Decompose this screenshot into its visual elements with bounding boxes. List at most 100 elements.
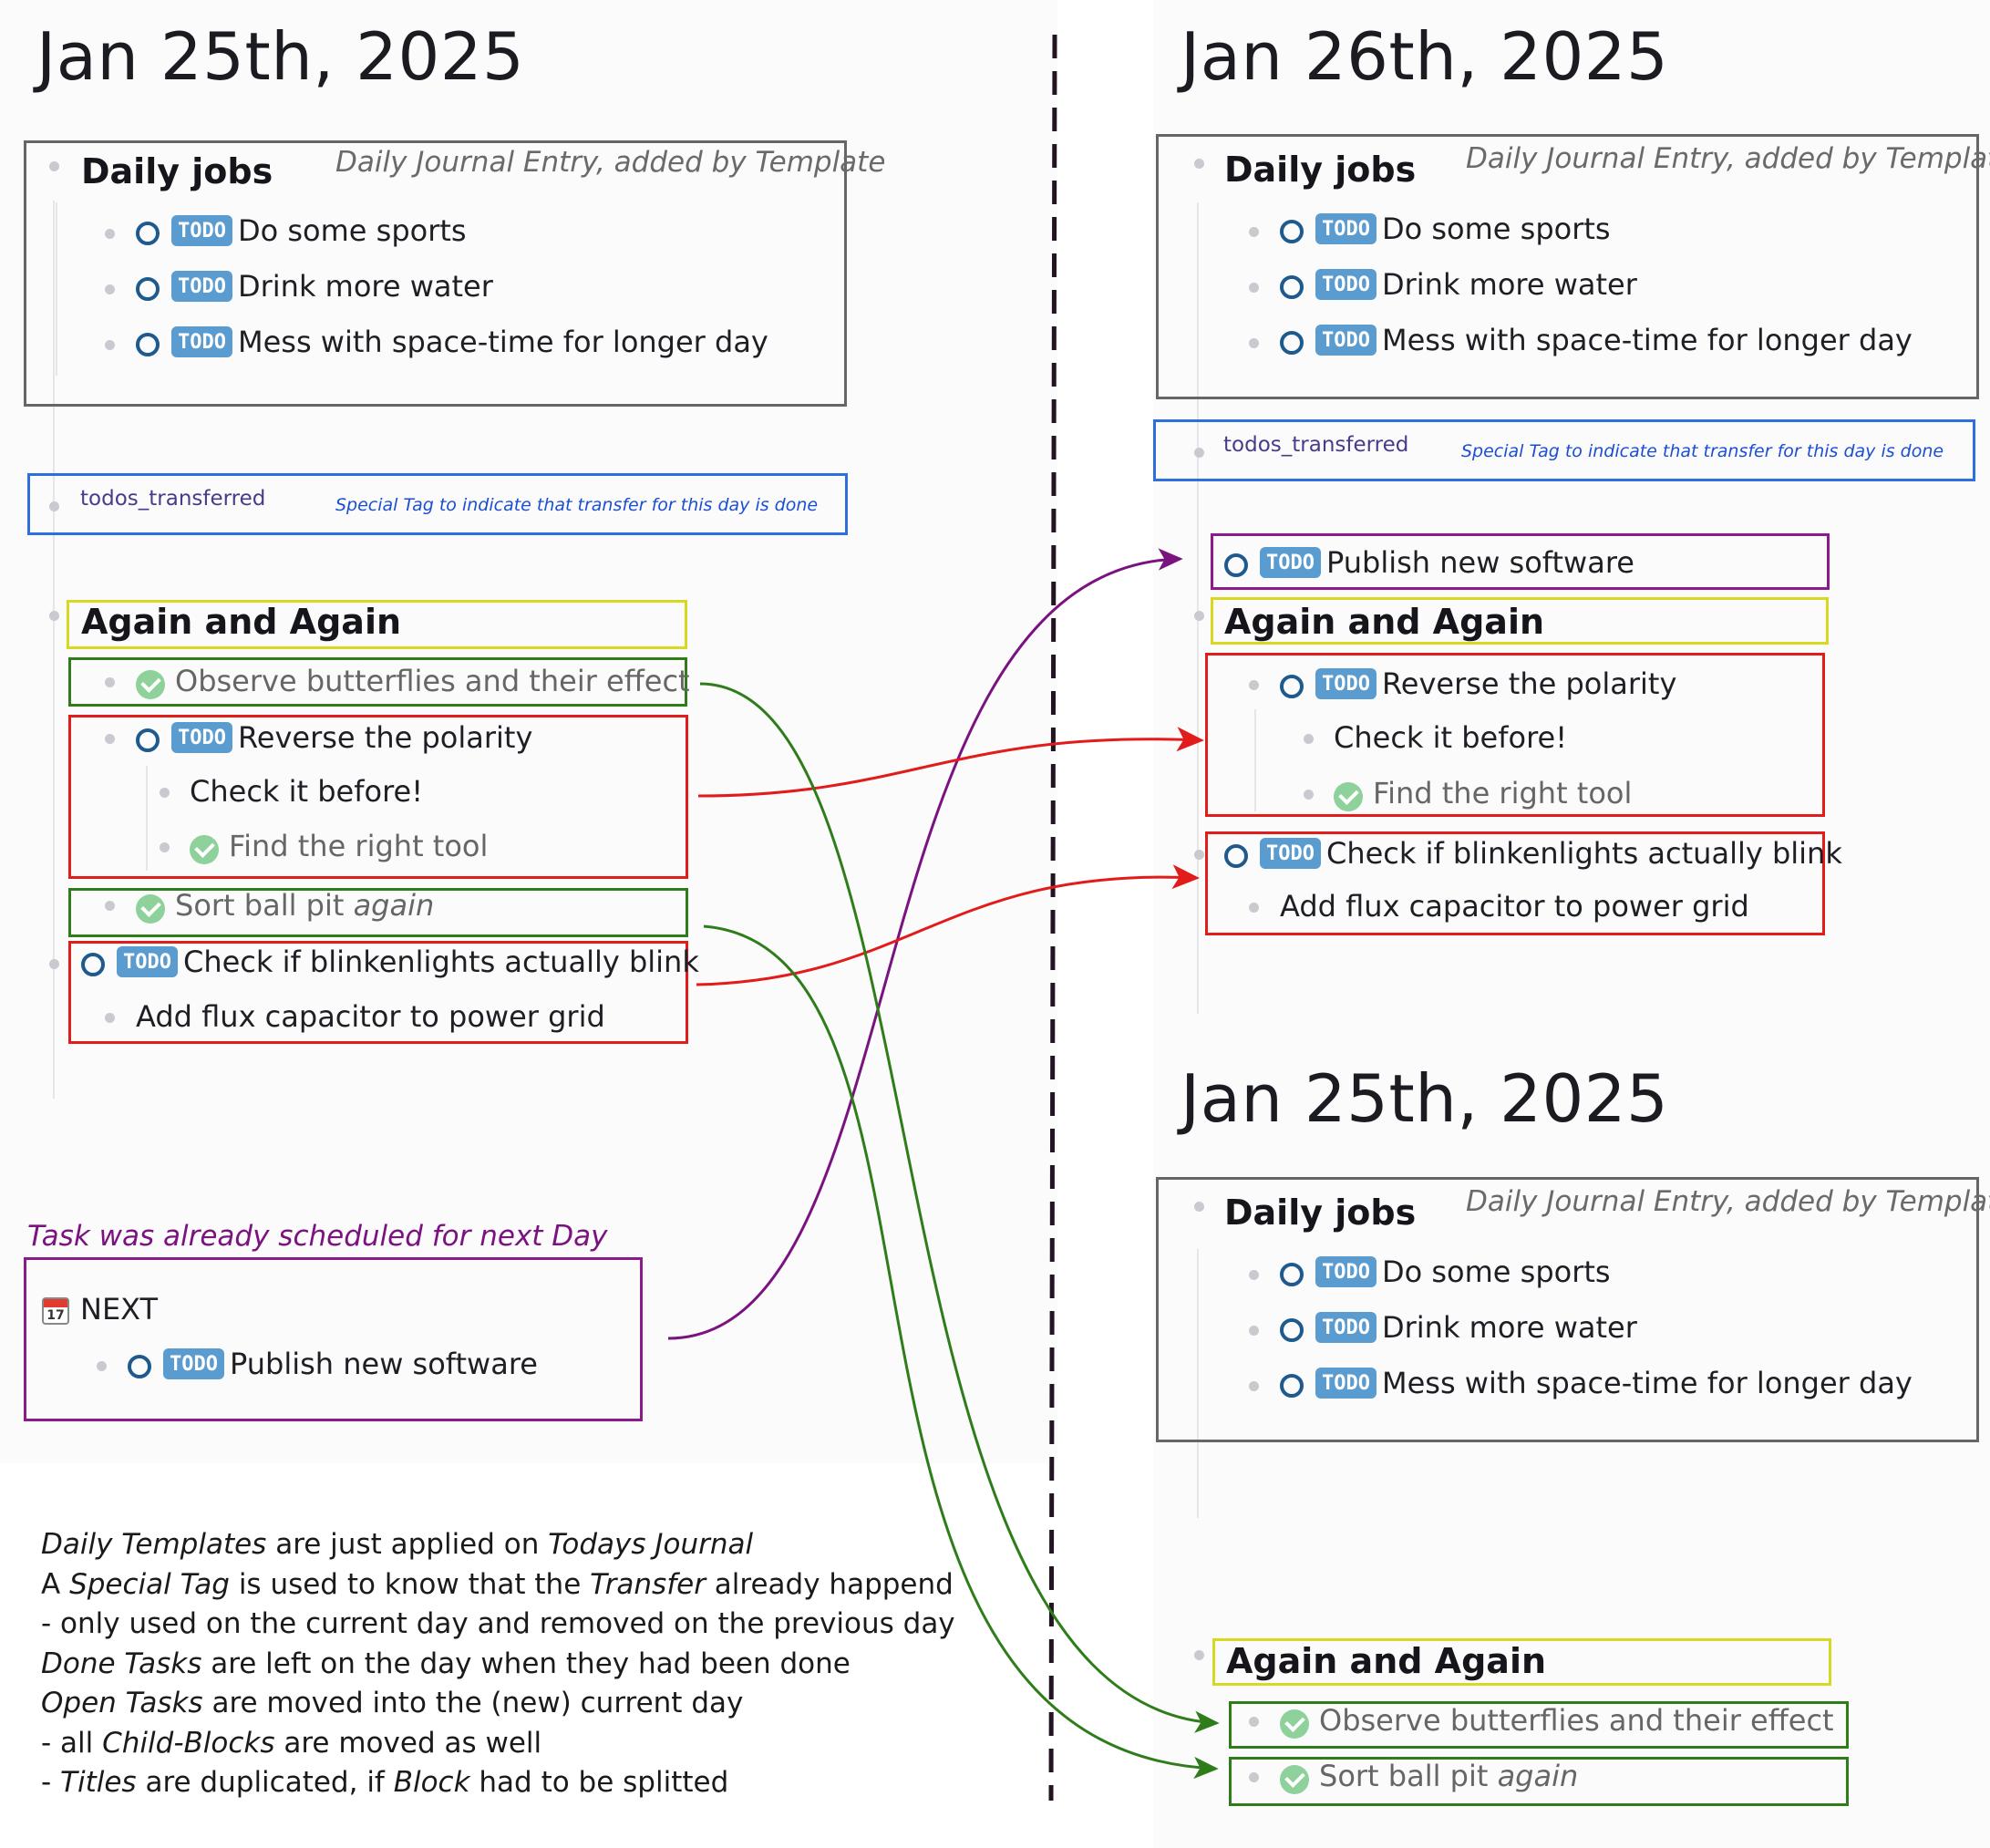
task-text: Sort ball pit xyxy=(175,888,354,923)
todo-badge: TODO xyxy=(117,946,178,977)
right-bottom-task-spacetime[interactable]: TODO Mess with space-time for longer day xyxy=(1280,1366,1913,1400)
todo-checkbox[interactable] xyxy=(136,222,160,245)
todo-checkbox[interactable] xyxy=(1280,675,1304,698)
explanation-term: Todays Journal xyxy=(548,1528,754,1561)
task-text: Check if blinkenlights actually blink xyxy=(182,945,699,979)
explanation-segment: are left on the day when they had been d… xyxy=(201,1647,851,1680)
left-again-title[interactable]: Again and Again xyxy=(81,602,402,642)
left-task-flux[interactable]: Add flux capacitor to power grid xyxy=(136,999,605,1034)
next-heading[interactable]: 17 NEXT xyxy=(42,1292,158,1327)
check-done-icon[interactable] xyxy=(190,835,219,864)
bullet xyxy=(1249,283,1259,293)
todo-badge: TODO xyxy=(1315,213,1377,244)
bullet xyxy=(49,611,59,621)
next-task-publish[interactable]: TODO Publish new software xyxy=(128,1347,538,1381)
explanation-line: Daily Templates are just applied on Toda… xyxy=(41,1525,955,1565)
explanation-term: Open Tasks xyxy=(41,1687,203,1719)
todo-checkbox[interactable] xyxy=(136,333,160,356)
task-text: Drink more water xyxy=(1381,267,1637,302)
arrow-open-blinken xyxy=(696,864,1200,986)
todo-checkbox[interactable] xyxy=(128,1355,151,1378)
check-done-icon[interactable] xyxy=(1334,782,1363,811)
task-text: Check if blinkenlights actually blink xyxy=(1325,836,1842,871)
left-tag-note: Special Tag to indicate that transfer fo… xyxy=(335,495,819,515)
right-top-again-title[interactable]: Again and Again xyxy=(1224,602,1545,642)
left-task-ballpit[interactable]: Sort ball pit again xyxy=(136,888,434,924)
right-journal-panel xyxy=(1153,0,1990,1848)
right-top-task-flux[interactable]: Add flux capacitor to power grid xyxy=(1280,889,1749,924)
right-top-task-water[interactable]: TODO Drink more water xyxy=(1280,267,1637,302)
right-top-task-sports[interactable]: TODO Do some sports xyxy=(1280,212,1611,246)
right-bottom-daily-jobs-title[interactable]: Daily jobs xyxy=(1224,1192,1417,1233)
explanation-line: A Special Tag is used to know that the T… xyxy=(41,1565,955,1605)
todo-checkbox[interactable] xyxy=(1280,1263,1304,1286)
left-task-blinken[interactable]: TODO Check if blinkenlights actually bli… xyxy=(81,945,699,979)
left-task-butterflies[interactable]: Observe butterflies and their effect xyxy=(136,664,690,699)
left-task-check-before[interactable]: Check it before! xyxy=(190,774,424,809)
right-top-task-publish[interactable]: TODO Publish new software xyxy=(1224,545,1634,580)
todo-checkbox[interactable] xyxy=(1280,331,1304,355)
todo-checkbox[interactable] xyxy=(1280,275,1304,299)
right-top-template-note: Daily Journal Entry, added by Template xyxy=(1466,142,1990,175)
task-text: Reverse the polarity xyxy=(237,720,533,755)
left-task-right-tool[interactable]: Find the right tool xyxy=(190,829,488,864)
task-text: Sort ball pit xyxy=(1319,1759,1498,1793)
right-bottom-daily-jobs-box xyxy=(1156,1177,1979,1442)
bullet xyxy=(1194,448,1204,458)
right-bottom-again-title[interactable]: Again and Again xyxy=(1226,1641,1547,1681)
left-polarity-children-guide xyxy=(146,766,148,871)
left-todos-transferred-tag[interactable]: todos_transferred xyxy=(80,487,266,511)
todo-badge: TODO xyxy=(171,215,232,246)
todo-checkbox[interactable] xyxy=(1224,553,1248,577)
right-bottom-task-butterflies[interactable]: Observe butterflies and their effect xyxy=(1280,1703,1834,1739)
task-text: Do some sports xyxy=(1381,1254,1611,1289)
todo-checkbox[interactable] xyxy=(1280,1318,1304,1342)
todo-checkbox[interactable] xyxy=(81,953,105,976)
check-done-icon[interactable] xyxy=(1280,1709,1309,1739)
right-bottom-template-note: Daily Journal Entry, added by Template xyxy=(1466,1185,1990,1218)
task-text: Drink more water xyxy=(1381,1310,1637,1345)
todo-checkbox[interactable] xyxy=(136,728,160,752)
right-top-todos-transferred-tag[interactable]: todos_transferred xyxy=(1223,433,1409,457)
explanation-term: Special Tag xyxy=(69,1567,230,1601)
right-bottom-task-ballpit[interactable]: Sort ball pit again xyxy=(1280,1759,1578,1794)
task-text: Do some sports xyxy=(1381,212,1611,246)
right-bottom-butterflies-box xyxy=(1229,1701,1849,1749)
todo-checkbox[interactable] xyxy=(1280,220,1304,243)
check-done-icon[interactable] xyxy=(136,894,165,924)
bullet xyxy=(105,1013,115,1023)
right-top-task-right-tool[interactable]: Find the right tool xyxy=(1334,776,1632,811)
check-done-icon[interactable] xyxy=(1280,1765,1309,1794)
task-text: Publish new software xyxy=(229,1347,538,1381)
left-task-polarity[interactable]: TODO Reverse the polarity xyxy=(136,720,532,755)
todo-checkbox[interactable] xyxy=(1224,844,1248,868)
right-top-task-blinken[interactable]: TODO Check if blinkenlights actually bli… xyxy=(1224,836,1842,871)
right-top-task-spacetime[interactable]: TODO Mess with space-time for longer day xyxy=(1280,323,1913,357)
bullet xyxy=(1249,1270,1259,1280)
todo-checkbox[interactable] xyxy=(1280,1374,1304,1398)
bullet xyxy=(1249,1772,1259,1782)
explanation-term: Done Tasks xyxy=(41,1647,202,1680)
right-top-task-check-before[interactable]: Check it before! xyxy=(1334,720,1568,755)
right-top-block-guide xyxy=(1197,202,1199,1014)
left-daily-jobs-title[interactable]: Daily jobs xyxy=(81,151,273,191)
right-top-daily-jobs-title[interactable]: Daily jobs xyxy=(1224,150,1417,190)
right-bottom-task-water[interactable]: TODO Drink more water xyxy=(1280,1310,1637,1345)
bullet xyxy=(160,842,170,852)
explanation-line: - all Child-Blocks are moved as well xyxy=(41,1724,955,1764)
left-task-sports[interactable]: TODO Do some sports xyxy=(136,213,467,248)
todo-badge: TODO xyxy=(1260,838,1321,869)
todo-checkbox[interactable] xyxy=(136,277,160,301)
explanation-segment: - only used on the current day and remov… xyxy=(41,1607,955,1640)
right-top-task-polarity[interactable]: TODO Reverse the polarity xyxy=(1280,666,1676,701)
left-template-note: Daily Journal Entry, added by Template xyxy=(335,146,886,179)
check-done-icon[interactable] xyxy=(136,670,165,699)
left-task-spacetime[interactable]: TODO Mess with space-time for longer day xyxy=(136,325,768,359)
left-task-water[interactable]: TODO Drink more water xyxy=(136,269,493,304)
explanation-term: Transfer xyxy=(590,1567,706,1601)
right-bottom-task-sports[interactable]: TODO Do some sports xyxy=(1280,1254,1611,1289)
explanation-line: - only used on the current day and remov… xyxy=(41,1605,955,1645)
left-block-guide xyxy=(53,201,55,1099)
right-top-tag-box xyxy=(1153,419,1975,481)
task-text: Mess with space-time for longer day xyxy=(237,325,768,359)
